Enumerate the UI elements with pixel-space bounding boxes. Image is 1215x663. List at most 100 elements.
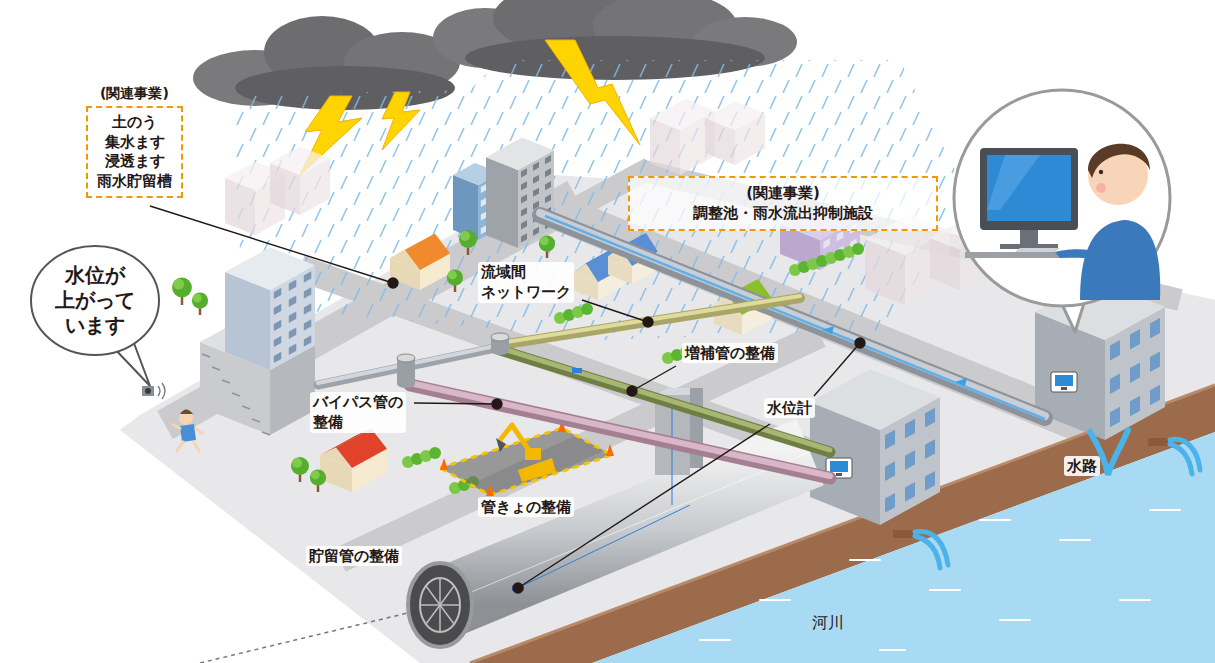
leader-line: [414, 403, 497, 404]
tree: [291, 457, 309, 482]
pump-station: [905, 450, 915, 470]
office-building: [486, 137, 554, 170]
leader-line: [150, 206, 393, 283]
stairs: [262, 432, 270, 435]
office-building: [533, 227, 539, 236]
pump-station: [925, 471, 935, 491]
tree: [447, 270, 463, 286]
augmentation-pipe: [572, 368, 582, 373]
office-building: [545, 194, 551, 203]
house: [405, 234, 450, 271]
pump-station: [1130, 396, 1140, 417]
augmentation-pipe: [500, 348, 830, 452]
storage-pipe: [426, 586, 454, 624]
house: [390, 234, 450, 291]
heading: (関連事業): [746, 183, 820, 203]
bubble-text: 水位が 上がって います: [55, 263, 135, 338]
heading: (関連事業): [100, 84, 169, 102]
pump-station: [885, 493, 895, 513]
apartment-building: [225, 247, 315, 370]
monitor-callout: [954, 90, 1170, 332]
pump-station: [1110, 340, 1120, 361]
storage-pipe: [420, 578, 460, 632]
speaker: [142, 383, 165, 399]
shrub: [789, 243, 864, 276]
tree: [459, 230, 477, 248]
stairs: [202, 354, 210, 357]
leader-line: [814, 343, 860, 396]
tree: [310, 470, 326, 493]
speaker: [142, 386, 154, 396]
monitor-icon: [1051, 372, 1077, 392]
lightning: [300, 40, 640, 175]
tree: [539, 236, 555, 259]
leader-line: [492, 399, 502, 409]
monitor-callout: [1055, 249, 1100, 262]
vertical-shaft: [672, 400, 673, 505]
monitor-callout: [1088, 144, 1150, 178]
shrub: [429, 447, 441, 459]
box-text: 土のう 集水ます 浸透ます 雨水貯留槽: [97, 113, 172, 191]
manhole: [491, 333, 509, 341]
house: [320, 428, 387, 492]
office-building: [521, 207, 527, 216]
office-building: [545, 155, 551, 164]
apartment-building: [289, 328, 297, 339]
augmentation-pipe: [500, 348, 830, 450]
monitor-icon: [836, 473, 842, 476]
lightning: [545, 40, 640, 145]
storage-pipe: [518, 505, 690, 588]
lightning: [382, 92, 420, 150]
shrub: [554, 303, 593, 324]
pump-station: [905, 482, 915, 502]
leader-line: [388, 278, 398, 288]
running-child: [176, 441, 184, 452]
office-building: [481, 225, 487, 234]
tree: [311, 470, 320, 479]
part-label: 河川: [812, 612, 844, 634]
network-pipe: [500, 296, 800, 343]
outflow: [915, 531, 948, 568]
apartment-building: [274, 352, 282, 363]
outflow: [1148, 438, 1170, 446]
pump-station: [1130, 329, 1140, 350]
monitor-icon: [830, 461, 848, 472]
apartment-building: [304, 335, 312, 346]
construction-site: [486, 484, 494, 496]
leader-line: [150, 206, 865, 593]
river: [1000, 619, 1030, 621]
tree: [172, 278, 192, 298]
storage-pipe: [440, 452, 810, 605]
leader-line: [632, 366, 676, 391]
manhole: [491, 347, 509, 355]
background-building: [270, 147, 330, 176]
sewer-pipe: [318, 345, 500, 385]
speaker: [145, 388, 151, 394]
label-holder: バイパス管の 整備: [310, 392, 406, 433]
tree: [193, 293, 202, 302]
background-building: [705, 102, 765, 131]
shrub: [852, 243, 864, 255]
pump-station: [925, 408, 935, 428]
pump-station: [1110, 373, 1120, 394]
office-building: [545, 181, 551, 190]
office-building: [521, 194, 527, 203]
part-label: 貯留管の整備: [306, 546, 402, 566]
tree: [172, 278, 192, 306]
running-child: [193, 441, 200, 452]
river: [980, 519, 1010, 521]
monitor-callout: [1099, 170, 1103, 174]
pump-station: [925, 439, 935, 459]
running-child: [180, 410, 193, 415]
monitor-callout: [1080, 220, 1160, 300]
monitor-callout: [1020, 230, 1038, 244]
storage-pipe: [200, 610, 420, 663]
background-building: [705, 102, 765, 166]
running-child: [180, 424, 196, 442]
office-building: [486, 157, 518, 248]
office-building: [486, 137, 554, 248]
tree: [539, 236, 555, 252]
label-holder: 流域間 ネットワーク: [478, 262, 574, 303]
apartment-building: [274, 320, 282, 331]
